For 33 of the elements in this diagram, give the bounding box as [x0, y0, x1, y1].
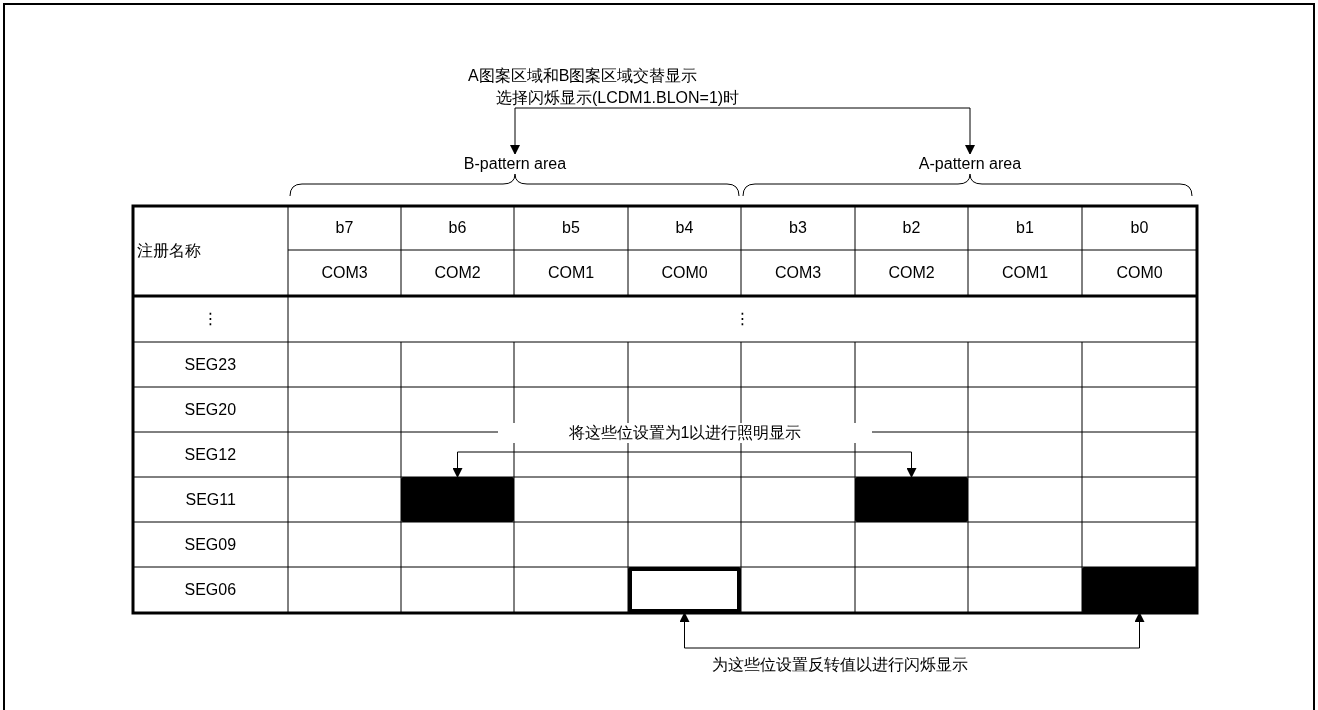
segment-label: SEG23	[184, 354, 237, 375]
note-text: 选择闪烁显示(LCDM1.BLON=1)时	[496, 88, 740, 108]
arrow	[639, 107, 975, 155]
filled-cell	[1082, 567, 1197, 613]
note-text: A图案区域和B图案区域交替显示	[468, 66, 698, 86]
bit-label: b4	[675, 218, 694, 238]
filled-cell	[401, 477, 514, 522]
filled-cell	[855, 477, 968, 522]
com-label: COM0	[1116, 263, 1163, 283]
com-label: COM3	[321, 263, 368, 283]
com-label: COM2	[888, 263, 935, 283]
bit-label: b5	[562, 218, 580, 238]
highlighted-cell	[628, 567, 741, 613]
segment-label: SEG11	[185, 489, 236, 510]
com-label: COM3	[775, 263, 822, 283]
bit-label: b2	[902, 218, 921, 238]
segment-label: SEG20	[184, 399, 237, 420]
com-label: COM1	[1002, 263, 1049, 283]
segment-label: SEG06	[184, 580, 237, 600]
ellipsis-mark: ⋮	[202, 309, 219, 329]
segment-label: SEG09	[184, 534, 237, 555]
bit-label: b3	[789, 218, 807, 238]
bit-label: b0	[1130, 218, 1149, 238]
ellipsis-mark: ⋮	[734, 309, 751, 329]
com-label: COM2	[434, 263, 481, 283]
register-name-header: 注册名称	[137, 241, 201, 261]
com-label: COM1	[548, 263, 595, 283]
bit-label: b1	[1016, 218, 1034, 238]
bit-label: b7	[335, 218, 354, 238]
com-label: COM0	[661, 263, 708, 283]
arrow	[510, 107, 641, 155]
segment-label: SEG12	[184, 444, 237, 465]
bit-label: b6	[448, 218, 467, 238]
